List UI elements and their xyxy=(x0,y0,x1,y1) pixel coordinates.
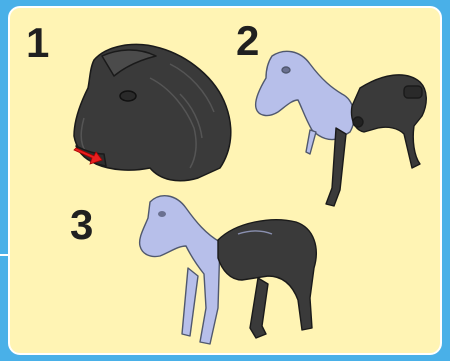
red-arrow-icon xyxy=(73,147,103,165)
step-2-number: 2 xyxy=(236,17,260,64)
step-3-assembled-horse xyxy=(138,195,317,345)
step-1-number: 1 xyxy=(26,19,50,66)
step-3-number: 3 xyxy=(70,201,94,248)
step-2-horse-rear xyxy=(325,74,427,207)
illustration xyxy=(73,43,427,345)
instruction-panel: 1 2 3 xyxy=(8,6,442,355)
step-2-horse-front xyxy=(254,50,355,155)
divider xyxy=(0,254,9,256)
